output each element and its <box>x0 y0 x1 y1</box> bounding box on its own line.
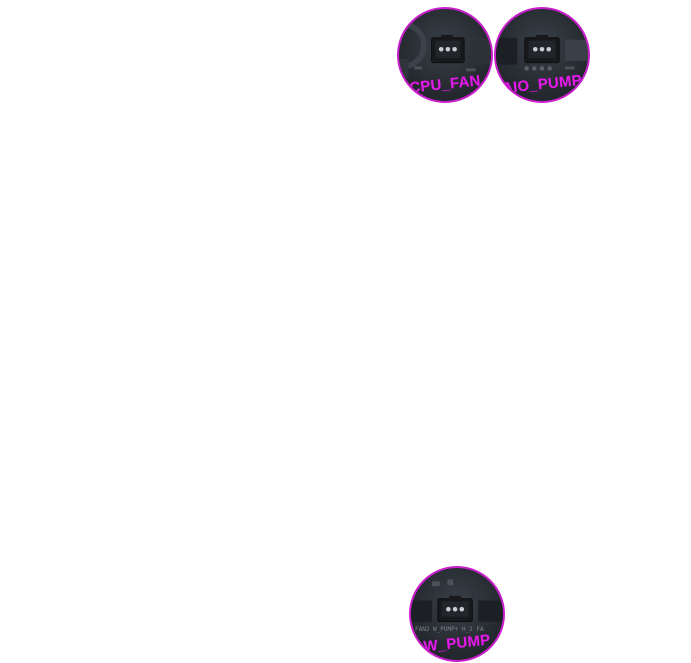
cpu-fan-connector-icon <box>399 21 491 78</box>
cpu-fan-header-badge: CPU_FAN <box>397 7 493 103</box>
w-pump-header-badge: FAN2 W_PUMP+ H_2 FA W_PUMP <box>409 566 505 662</box>
w-pump-silkscreen-text: FAN2 W_PUMP+ H_2 FA <box>415 626 484 633</box>
w-pump-connector-icon <box>411 579 503 623</box>
aio-pump-header-badge: AIO_PUMP <box>494 7 590 103</box>
aio-pump-connector-icon <box>496 34 588 71</box>
